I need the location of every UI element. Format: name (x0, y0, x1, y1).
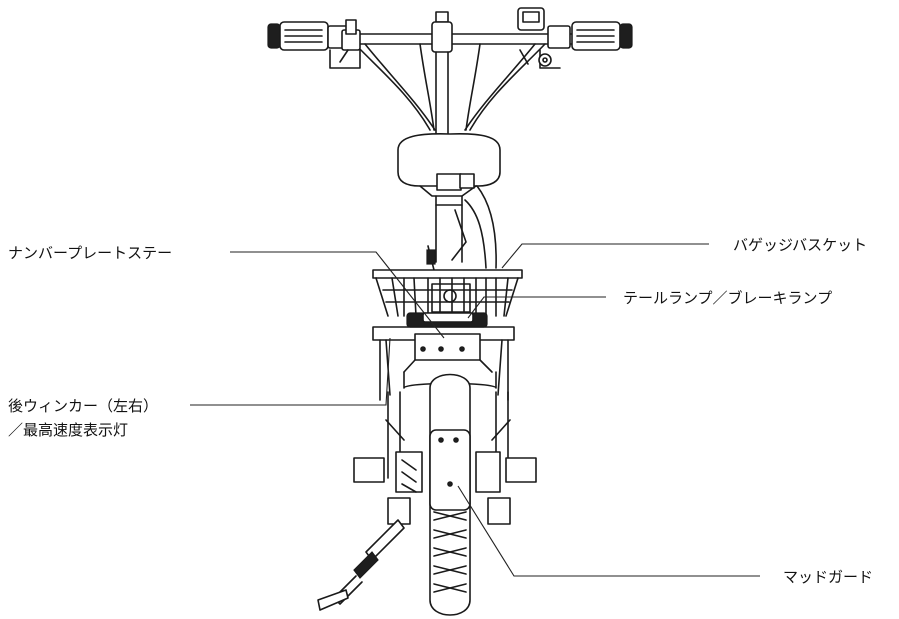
left-grip (267, 21, 361, 69)
leader-rear-winker (190, 337, 391, 406)
leader-mudguard (457, 485, 760, 577)
rear-axle-hubs (353, 451, 537, 525)
mudguard-illustration (429, 429, 471, 511)
kickstand (317, 519, 405, 611)
label-tail-lamp: テールランプ／ブレーキランプ (623, 289, 832, 307)
label-mudguard: マッドガード (783, 568, 873, 586)
label-rear-winker-line1: 後ウィンカー（左右） (8, 397, 158, 415)
label-number-plate-stay: ナンバープレートステー (8, 244, 172, 262)
leader-lines (190, 243, 760, 577)
leader-number-plate-stay (230, 251, 445, 339)
frame-tube (426, 185, 497, 271)
number-plate-stay-illustration (403, 333, 493, 373)
leader-tail-lamp (467, 296, 606, 319)
right-grip (517, 7, 633, 69)
label-rear-winker-line2: ／最高速度表示灯 (8, 421, 128, 439)
label-luggage-basket: バゲッジバスケット (733, 236, 867, 254)
handlebar-stem-clamp (345, 11, 453, 141)
leader-luggage-basket (501, 243, 709, 269)
